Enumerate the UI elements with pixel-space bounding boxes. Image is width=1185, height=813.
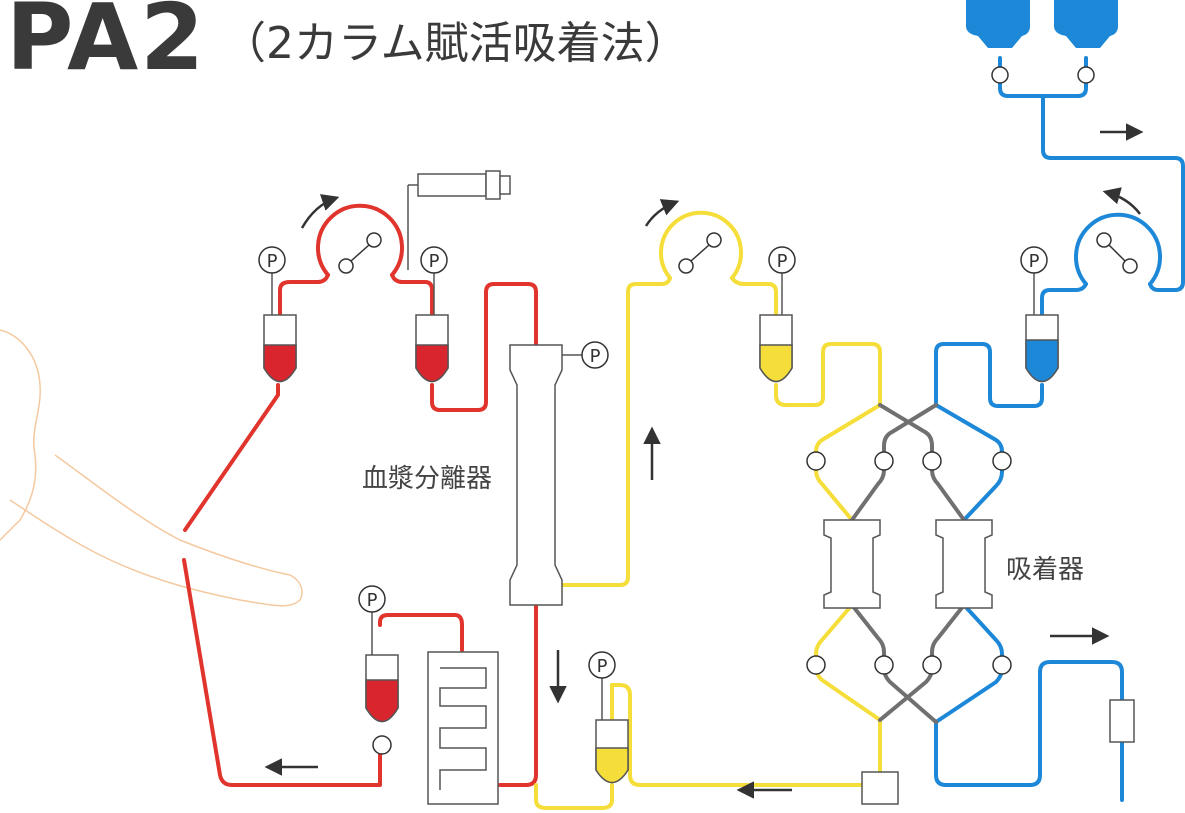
plasma-separator-label: 血漿分離器 [362, 464, 493, 494]
pressure-gauge: P [581, 341, 609, 369]
clamps [372, 66, 1095, 755]
flow-arrows [264, 123, 1144, 799]
patient-silhouette [0, 329, 303, 607]
drip-chambers [263, 314, 1059, 784]
diagram-title: PA2 [6, 0, 207, 91]
pressure-label: P [267, 251, 278, 272]
pressure-gauge: P [358, 585, 386, 613]
pressure-label: P [777, 251, 788, 272]
solution-bags [966, 0, 1118, 48]
diagram-subtitle: （2カラム賦活吸着法） [222, 18, 689, 69]
pressure-monitor-stems [271, 273, 1035, 720]
blood-warmer [427, 651, 499, 805]
rotation-arrows [300, 187, 1141, 229]
pressure-label: P [367, 590, 378, 611]
pressure-gauge: P [1020, 246, 1048, 274]
regen-circuit [934, 56, 1185, 802]
plasma-separator [509, 344, 582, 606]
blood-pump [338, 232, 382, 274]
blood-circuit [182, 203, 538, 787]
pressure-gauge: P [768, 246, 796, 274]
plasma-pump [678, 232, 722, 274]
pressure-label: P [429, 251, 440, 272]
syringe-pump [407, 170, 511, 270]
pressure-label: P [590, 346, 601, 367]
pressure-gauge: P [420, 246, 448, 274]
pressure-gauge: P [588, 651, 616, 679]
adsorber-label: 吸着器 [1006, 555, 1085, 585]
regen-pump [1096, 232, 1138, 274]
filters [861, 699, 1135, 805]
pressure-label: P [597, 656, 608, 677]
pressure-gauge: P [258, 246, 286, 274]
plasma-circuit [534, 210, 882, 810]
adsorber-columns [823, 519, 993, 609]
pressure-label: P [1029, 251, 1040, 272]
